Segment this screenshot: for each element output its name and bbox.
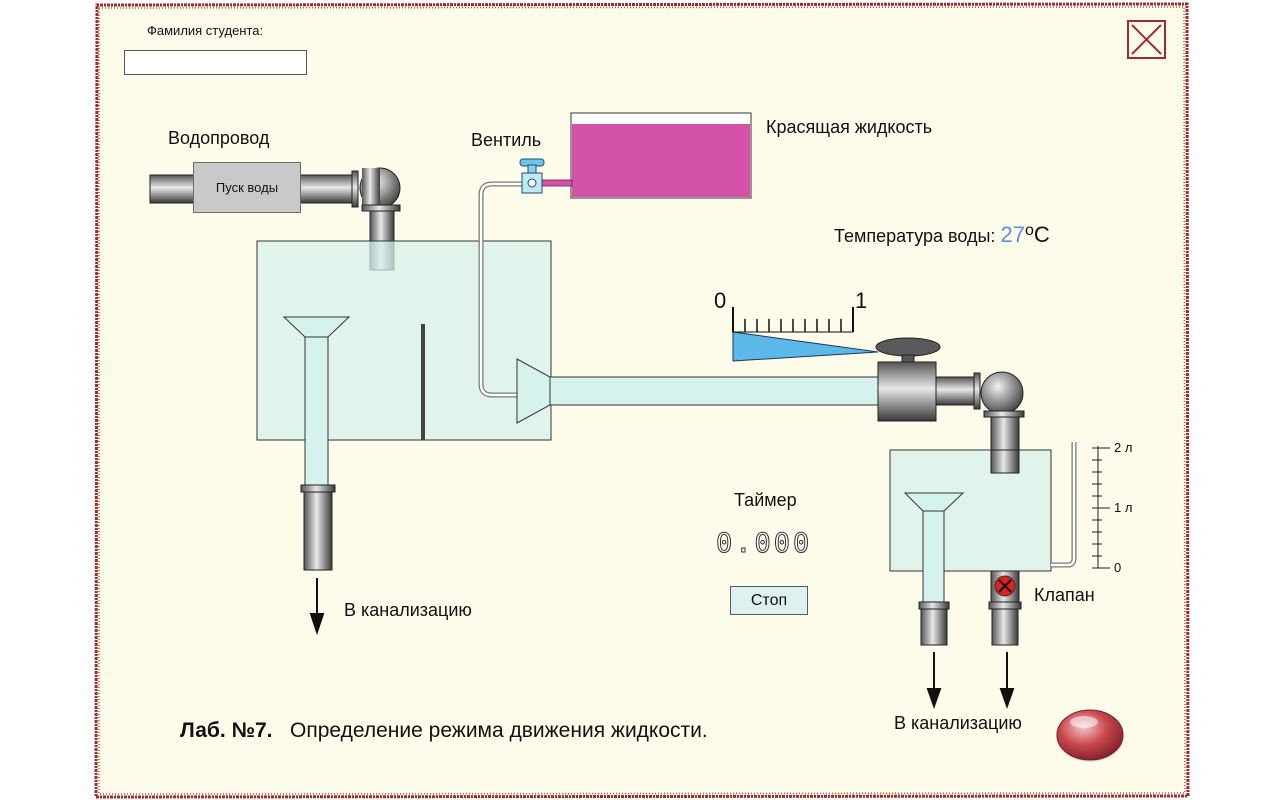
inlet-pipe-right bbox=[299, 174, 356, 204]
drain-label-right: В канализацию bbox=[894, 713, 1022, 733]
close-button[interactable] bbox=[1127, 20, 1166, 59]
level-label-0: 0 bbox=[1114, 560, 1122, 575]
water-supply-label: Водопровод bbox=[168, 128, 270, 148]
stop-button[interactable]: Стоп bbox=[730, 586, 808, 615]
level-label-2: 2 л bbox=[1114, 440, 1133, 455]
drain-pipe-mid bbox=[920, 608, 948, 646]
lab-title: Лаб. №7. Определение режима движения жид… bbox=[180, 719, 708, 743]
temperature-label: Температура воды: bbox=[834, 226, 996, 246]
temperature-readout: Температура воды: 27oC bbox=[834, 222, 1050, 248]
test-pipe bbox=[549, 376, 881, 406]
temperature-value: 27 bbox=[1000, 222, 1025, 247]
timer-label: Таймер bbox=[734, 490, 797, 510]
drain-arrow-right bbox=[999, 652, 1015, 710]
valve-label: Вентиль bbox=[471, 130, 542, 150]
dye-valve[interactable] bbox=[519, 158, 545, 194]
measuring-tank bbox=[889, 449, 1052, 572]
flow-scale-max: 1 bbox=[855, 288, 868, 313]
temperature-unit: C bbox=[1033, 222, 1050, 247]
lab-title-text: Определение режима движения жидкости. bbox=[290, 719, 708, 742]
flow-gauge bbox=[732, 307, 879, 362]
lab-number: Лаб. №7. bbox=[180, 719, 273, 742]
level-label-1: 1 л bbox=[1114, 500, 1133, 515]
flow-regulator[interactable] bbox=[875, 337, 941, 422]
temperature-degree: o bbox=[1024, 222, 1034, 239]
level-tube bbox=[1051, 442, 1077, 568]
drain-arrow-mid bbox=[926, 652, 942, 710]
drain-label-left: В канализацию bbox=[344, 600, 472, 620]
start-water-button[interactable]: Пуск воды bbox=[193, 162, 301, 213]
main-tank bbox=[256, 240, 552, 441]
flow-scale-min: 0 bbox=[714, 288, 727, 313]
student-name-label: Фамилия студента: bbox=[147, 23, 264, 38]
dye-label: Красящая жидкость bbox=[766, 117, 933, 137]
drain-arrow-left bbox=[309, 578, 325, 636]
student-name-input[interactable] bbox=[124, 50, 307, 75]
clapan-label: Клапан bbox=[1034, 585, 1095, 605]
level-scale bbox=[1092, 446, 1110, 569]
timer-display: 0.000 bbox=[715, 528, 813, 560]
clapan-valve[interactable] bbox=[994, 575, 1016, 597]
inlet-pipe bbox=[149, 174, 196, 204]
drain-pipe-left bbox=[303, 491, 333, 571]
outlet-elbow bbox=[980, 371, 1024, 415]
drain-pipe-right bbox=[991, 608, 1019, 646]
red-round-button[interactable] bbox=[1054, 705, 1126, 763]
